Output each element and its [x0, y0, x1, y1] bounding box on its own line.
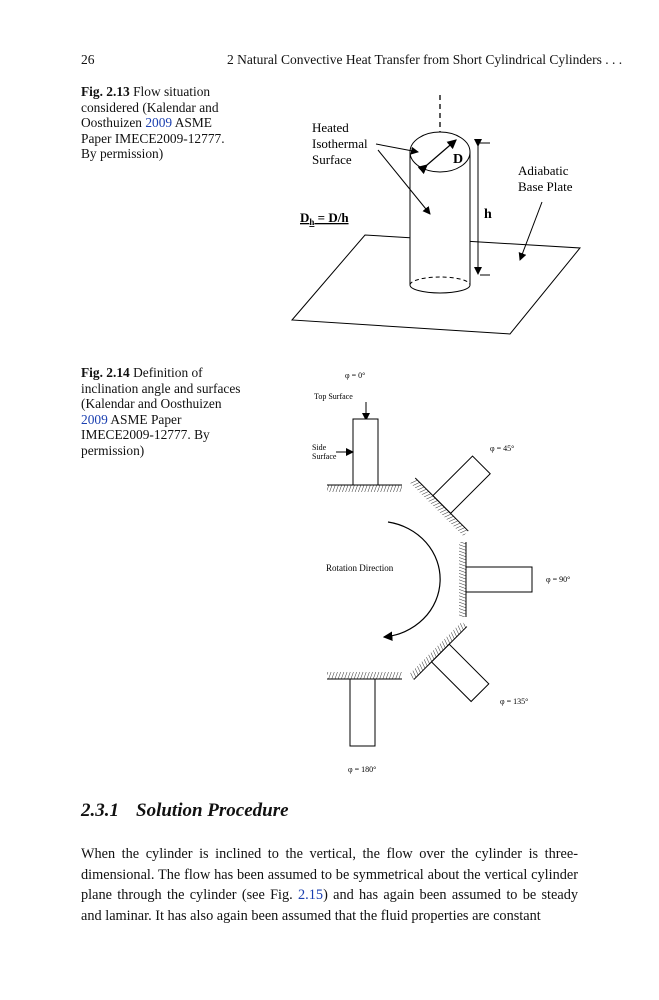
running-title: 2 Natural Convective Heat Transfer from …: [227, 52, 623, 67]
caption-text: Flow situation considered (Kalendar and …: [81, 84, 219, 131]
base-phi-180: [327, 672, 402, 679]
caption-text: Definition of inclination angle and surf…: [81, 365, 241, 412]
phi-180-label: φ = 180°: [348, 765, 376, 774]
section-heading: 2.3.1 Solution Procedure: [81, 800, 289, 822]
heated-label-3: Surface: [312, 152, 352, 167]
rotation-arrow: [382, 521, 441, 642]
phi-90-label: φ = 90°: [546, 575, 570, 584]
paragraph-text: ) and has again been assumed to be stead…: [81, 887, 578, 924]
citation-link[interactable]: 2009: [145, 115, 173, 131]
caption-text: ASME Paper IMECE2009-12777. By permissio…: [81, 411, 210, 458]
dh-formula: Dh = D/h: [300, 210, 349, 227]
phi-135-label: φ = 135°: [500, 697, 528, 706]
cylinder-phi-90: [465, 566, 533, 593]
paragraph-text: When the cylinder is inclined to the ver…: [81, 846, 578, 903]
cylinder-phi-45: [410, 455, 491, 536]
figure-reference-link[interactable]: 2.15: [298, 887, 324, 903]
heated-label-2: Isothermal: [312, 136, 368, 151]
citation-link[interactable]: 2009: [81, 411, 108, 427]
figure-label: Fig. 2.13: [81, 84, 130, 99]
cylinder-phi-180: [349, 678, 376, 747]
label-h: h: [484, 207, 492, 222]
top-surface-label: Top Surface: [314, 392, 353, 401]
phi-0-label: φ = 0°: [345, 371, 365, 380]
body-paragraph: When the cylinder is inclined to the ver…: [81, 844, 578, 926]
page-header: 26 2 Natural Convective Heat Transfer fr…: [0, 52, 659, 72]
base-phi-0: [327, 485, 402, 492]
base-phi-90: [459, 542, 466, 617]
figure-2-14-caption: Fig. 2.14 Definition of inclination angl…: [81, 365, 241, 459]
adiabatic-label-2: Base Plate: [518, 179, 573, 194]
caption-text: ASME Paper IMECE2009-12777. By permissio…: [81, 115, 225, 162]
side-surface-label-2: Surface: [312, 452, 337, 461]
section-number: 2.3.1: [81, 800, 119, 821]
side-surface-label-1: Side: [312, 443, 327, 452]
section-title: Solution Procedure: [136, 800, 289, 821]
heated-label-1: Heated: [312, 120, 349, 135]
rotation-label: Rotation Direction: [326, 563, 394, 573]
cylinder-phi-0: [352, 418, 379, 486]
page-number: 26: [81, 52, 95, 67]
cylinder: [409, 152, 471, 294]
adiabatic-label-1: Adiabatic: [518, 163, 569, 178]
figure-label: Fig. 2.14: [81, 365, 130, 380]
figure-2-13-caption: Fig. 2.13 Flow situation considered (Kal…: [81, 84, 241, 162]
cylinder-phi-135: [408, 621, 490, 703]
figure-2-13-diagram: D h Heated Isothermal Surface Dh = D/h A…: [290, 95, 582, 335]
base-plate: [290, 234, 582, 335]
label-D: D: [453, 152, 463, 167]
phi-45-label: φ = 45°: [490, 444, 514, 453]
figure-2-14-diagram: φ = 0° Top Surface Side Surface φ = 45° …: [312, 371, 570, 774]
